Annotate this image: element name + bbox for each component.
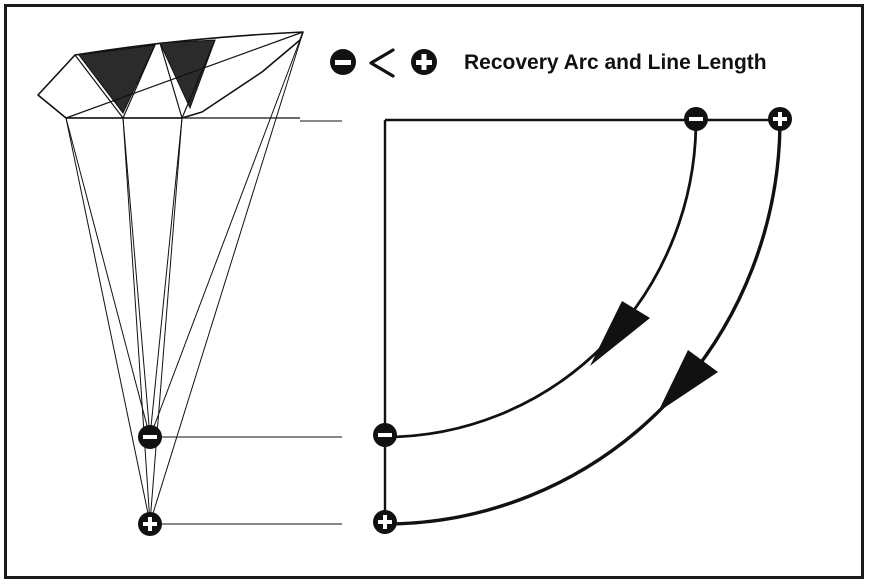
wing-rib-line bbox=[159, 42, 183, 119]
minus-badge bbox=[138, 425, 162, 449]
minus-badge bbox=[373, 423, 397, 447]
wing-rib-line bbox=[122, 44, 156, 119]
diagram-title: Recovery Arc and Line Length bbox=[464, 51, 767, 74]
glider-figure bbox=[37, 31, 304, 524]
plus-badge bbox=[138, 512, 162, 536]
suspension-line-short bbox=[122, 117, 151, 438]
wing-rib-line bbox=[181, 39, 216, 119]
recovery-arcs bbox=[384, 119, 782, 526]
short-arc-arrowhead bbox=[590, 301, 650, 366]
short-line-recovery-arc bbox=[384, 119, 698, 439]
plus-badge bbox=[768, 107, 792, 131]
long-arc-arrowhead bbox=[658, 350, 718, 412]
arc-axes bbox=[383, 118, 780, 524]
legend: Recovery Arc and Line Length bbox=[330, 48, 767, 78]
wing-rib-line bbox=[74, 54, 124, 119]
legend-minus-badge bbox=[330, 49, 356, 75]
suspension-line-long bbox=[122, 117, 151, 524]
wing-rib-line bbox=[65, 31, 304, 119]
suspension-line-short bbox=[149, 31, 304, 438]
suspension-line-long bbox=[149, 117, 183, 524]
reference-lines bbox=[162, 120, 342, 525]
less-than-sign bbox=[369, 48, 395, 78]
wing-shaded-panel bbox=[78, 44, 156, 114]
suspension-line-short bbox=[149, 117, 183, 438]
suspension-line-long bbox=[149, 31, 304, 524]
minus-badge bbox=[684, 107, 708, 131]
suspension-line-short bbox=[65, 117, 151, 438]
long-line-recovery-arc bbox=[384, 119, 782, 526]
suspension-line-long bbox=[65, 117, 151, 524]
plus-badge bbox=[373, 510, 397, 534]
legend-plus-badge bbox=[411, 49, 437, 75]
